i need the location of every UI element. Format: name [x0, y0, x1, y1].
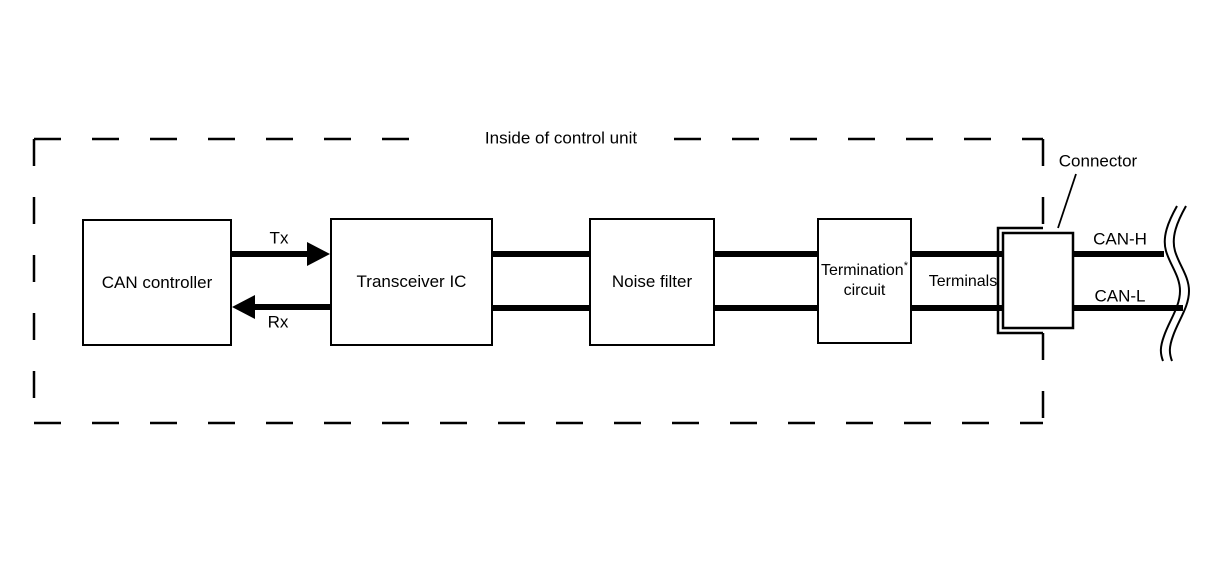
- rx-arrowhead-icon: [232, 295, 255, 319]
- can-h-wire-label: CAN-H: [1093, 229, 1147, 249]
- connector-symbol: [996, 226, 1075, 335]
- block-can-controller-label: CAN controller: [101, 272, 213, 292]
- wire-break-curve-right: [1168, 205, 1191, 362]
- connector-leader-line: [1057, 173, 1077, 229]
- termination-label-line1: Termination: [821, 262, 904, 279]
- wire-break-icon: [1159, 205, 1191, 362]
- block-termination-circuit-label: Termination* circuit: [821, 260, 908, 301]
- can-l-wire-label: CAN-L: [1094, 286, 1146, 306]
- tx-arrowhead-icon: [307, 242, 330, 266]
- rx-signal-label: Rx: [267, 312, 289, 332]
- connector-body: [1001, 231, 1075, 330]
- block-noise-filter: Noise filter: [589, 218, 715, 346]
- wire-break-curve-left: [1159, 205, 1182, 362]
- block-noise-filter-label: Noise filter: [611, 272, 693, 292]
- control-unit-dashed-border: [32, 137, 1045, 425]
- block-transceiver-ic-label: Transceiver IC: [356, 272, 467, 292]
- terminals-label: Terminals: [928, 273, 998, 290]
- bus-wires: [231, 251, 1183, 311]
- block-transceiver-ic: Transceiver IC: [330, 218, 493, 346]
- connector-label: Connector: [1058, 151, 1138, 171]
- block-termination-circuit: Termination* circuit: [817, 218, 912, 344]
- termination-label-line2: circuit: [843, 282, 886, 299]
- control-unit-title: Inside of control unit: [480, 129, 642, 147]
- connector-flange: [996, 226, 1043, 335]
- block-can-controller: CAN controller: [82, 219, 232, 346]
- termination-asterisk: *: [903, 260, 908, 272]
- tx-signal-label: Tx: [269, 228, 289, 248]
